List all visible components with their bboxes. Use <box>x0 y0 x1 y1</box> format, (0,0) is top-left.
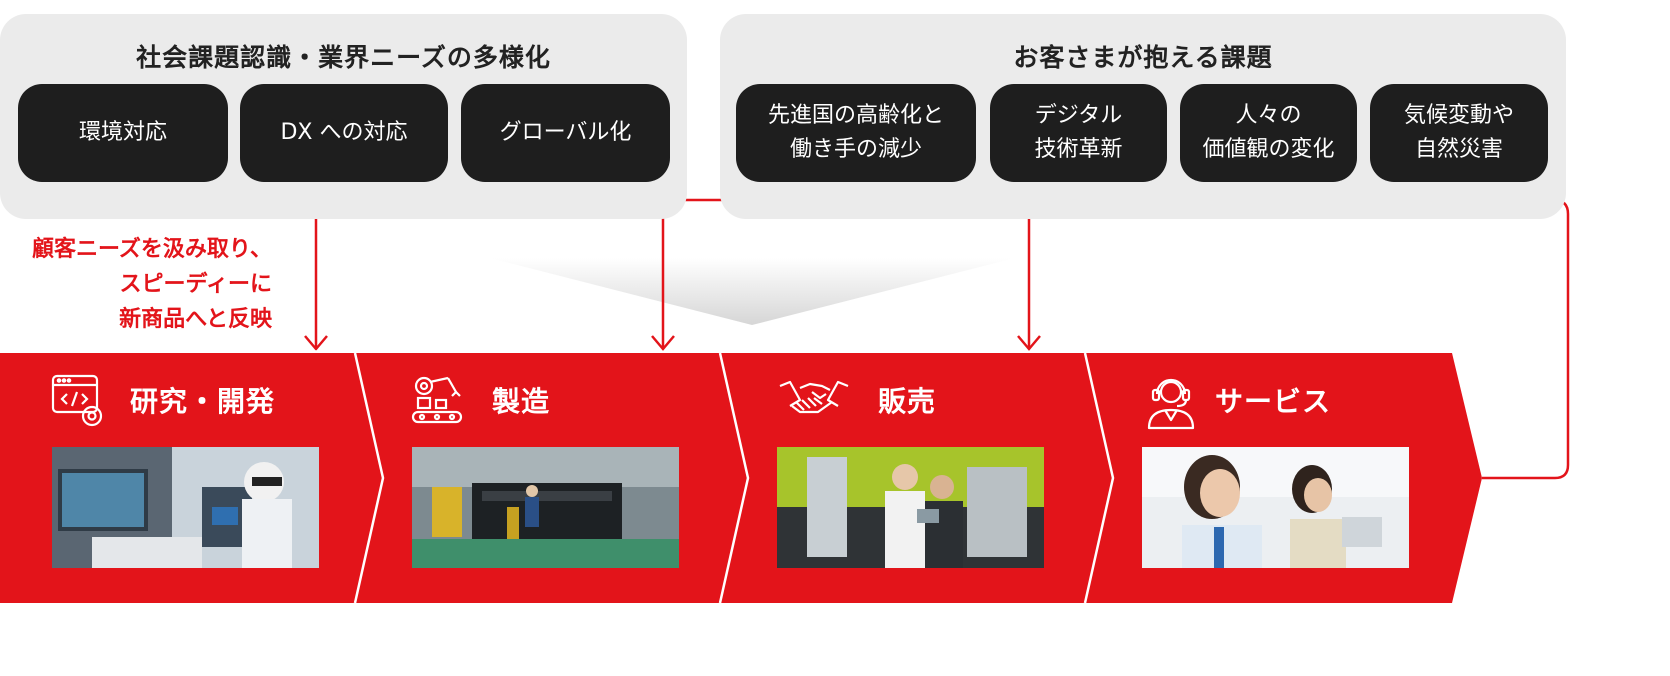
stage-sales-label: 販売 <box>878 385 937 418</box>
pill-environment: 環境対応 <box>18 84 228 182</box>
down-arrows <box>651 200 1041 351</box>
pill-values: 人々の価値観の変化 <box>1180 84 1357 182</box>
sales-photo <box>777 447 1044 568</box>
pill-aging: 先進国の高齢化と働き手の減少 <box>736 84 976 182</box>
pill-globalization: グローバル化 <box>461 84 670 182</box>
pill-digital: デジタル技術革新 <box>990 84 1167 182</box>
stage-manufacturing-label: 製造 <box>492 385 551 418</box>
value-chain-band <box>0 353 1482 603</box>
social-issues-title: 社会課題認識・業界ニーズの多様化 <box>136 43 551 72</box>
pill-dx: DX への対応 <box>240 84 448 182</box>
funnel-shape <box>490 258 1015 325</box>
pill-climate: 気候変動や自然災害 <box>1370 84 1548 182</box>
code-gear-icon <box>51 374 103 427</box>
service-photo <box>1142 447 1409 568</box>
rnd-photo <box>52 447 319 568</box>
handshake-icon <box>779 380 849 414</box>
manufacturing-photo <box>412 447 679 568</box>
chevron-separators <box>353 352 1115 604</box>
feedback-note: 顧客ニーズを汲み取り、 スピーディーに 新商品へと反映 <box>31 237 272 333</box>
customer-issues-title: お客さまが抱える課題 <box>1013 43 1273 72</box>
headset-icon <box>1147 378 1195 430</box>
robot-arm-icon <box>411 376 463 424</box>
stage-rnd-label: 研究・開発 <box>130 385 276 418</box>
stage-service-label: サービス <box>1215 385 1332 418</box>
